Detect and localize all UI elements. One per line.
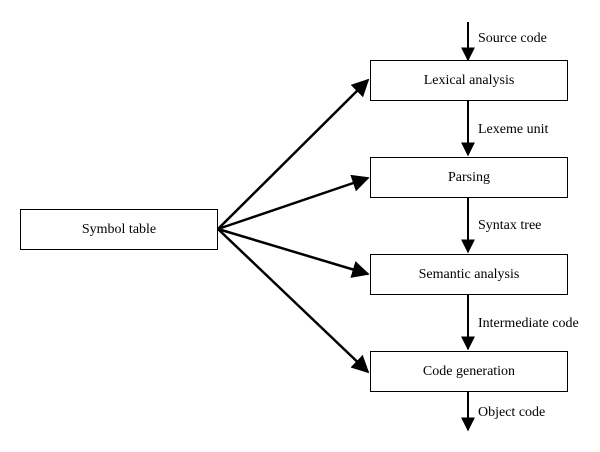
code-generation-label: Code generation (422, 363, 516, 379)
arrow-symbol-to-codegen (217, 228, 370, 374)
arrow-symbol-to-lexical (217, 78, 370, 230)
symbol-table-box: Symbol table (20, 209, 218, 250)
lexical-analysis-label: Lexical analysis (423, 72, 515, 88)
parsing-box: Parsing (370, 157, 568, 198)
intermediate-code-label: Intermediate code (478, 316, 579, 331)
lexical-analysis-box: Lexical analysis (370, 60, 568, 101)
semantic-analysis-label: Semantic analysis (418, 266, 520, 282)
object-code-label: Object code (478, 405, 546, 420)
arrow-symbol-to-parsing (217, 174, 370, 231)
symbol-table-label: Symbol table (81, 221, 157, 237)
source-code-label: Source code (478, 31, 547, 46)
arrow-symbol-to-semantic (217, 227, 370, 278)
parsing-label: Parsing (448, 169, 490, 185)
syntax-tree-label: Syntax tree (478, 218, 542, 233)
semantic-analysis-box: Semantic analysis (370, 254, 568, 295)
code-generation-box: Code generation (370, 351, 568, 392)
lexeme-unit-label: Lexeme unit (478, 122, 549, 137)
